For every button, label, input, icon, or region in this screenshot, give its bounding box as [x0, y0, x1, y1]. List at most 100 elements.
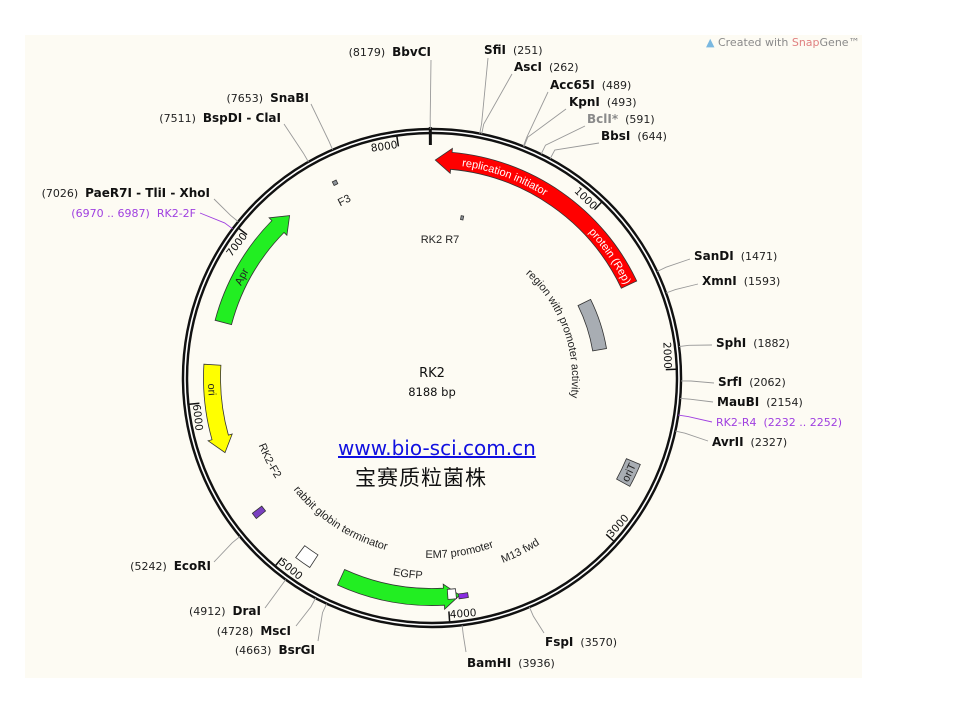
site-snabi[interactable]: (7653) SnaBI [227, 91, 309, 105]
feature-rk2-r7[interactable] [460, 215, 465, 221]
site-asci[interactable]: AscI (262) [514, 60, 579, 74]
feature-egfp-label-text: EGFP [392, 566, 423, 582]
feature-ori-label: ori [205, 383, 218, 396]
site-position: (5242) [130, 560, 167, 573]
site-msci-leader [295, 597, 316, 627]
site-acc65i[interactable]: Acc65I (489) [550, 78, 631, 92]
spacer [734, 250, 741, 263]
primer-range: (2232 .. 2252) [763, 416, 842, 429]
site-bspdi-clai-leader [283, 123, 309, 163]
site-maubi-leader [680, 397, 714, 403]
tick-mark [238, 228, 248, 236]
site-name: BbvCI [392, 45, 431, 59]
site-avrii-leader [675, 430, 709, 442]
site-name: KpnI [569, 95, 600, 109]
site-position: (1882) [753, 337, 790, 350]
site-position: (3936) [518, 657, 555, 670]
site-bbvci[interactable]: (8179) BbvCI [349, 45, 431, 59]
feature-apr[interactable] [214, 215, 291, 326]
primer-range: (6970 .. 6987) [71, 207, 150, 220]
spacer [630, 130, 637, 143]
site-paer7i-tlii-xhoi-leader [213, 198, 239, 222]
feature-rabbit-globin-terminator[interactable] [295, 545, 319, 569]
site-name: SanDI [694, 249, 734, 263]
site-sandi-leader [656, 258, 691, 272]
site-position: (7026) [42, 187, 79, 200]
backbone-ring-gap [184, 130, 680, 626]
tick-mark [448, 611, 451, 622]
site-name: EcoRI [174, 559, 211, 573]
site-name: Acc65I [550, 78, 595, 92]
site-drai[interactable]: (4912) DraI [189, 604, 261, 618]
site-position: (493) [607, 96, 637, 109]
site-srfi[interactable]: SrfI (2062) [718, 375, 786, 389]
site-position: (262) [549, 61, 579, 74]
site-bamhi[interactable]: BamHI (3936) [467, 656, 555, 670]
spacer [385, 46, 392, 59]
site-bcli[interactable]: BclI* (591) [587, 112, 655, 126]
site-bbvci-leader [429, 59, 432, 130]
feature-ori-label-text: ori [205, 383, 218, 396]
site-drai-leader [264, 579, 287, 609]
site-name: BamHI [467, 656, 511, 670]
tick-label: 2000 [660, 342, 673, 369]
site-position: (644) [637, 130, 667, 143]
site-msci[interactable]: (4728) MscI [217, 624, 291, 638]
site-name: BsrGI [278, 643, 315, 657]
feature-ori[interactable] [203, 363, 233, 454]
site-ecori[interactable]: (5242) EcoRI [130, 559, 211, 573]
watermark-brand-gene: Gene [819, 36, 849, 49]
feature-rk2-f2-label: RK2-F2 [256, 442, 284, 481]
site-name: SnaBI [270, 91, 309, 105]
site-name: SrfI [718, 375, 742, 389]
feature-replication-initiator-protein-rep-label: replication initiator protein (Rep) [461, 157, 632, 286]
spacer [506, 44, 513, 57]
site-avrii[interactable]: AvrII (2327) [712, 435, 787, 449]
watermark-brand-snap: Snap [791, 36, 820, 49]
tick-mark [396, 136, 400, 147]
feature-replication-initiator-protein-rep[interactable] [434, 147, 638, 289]
site-snabi-leader [310, 103, 334, 150]
site-bspdi-clai[interactable]: (7511) BspDI - ClaI [159, 111, 281, 125]
snapgene-watermark: ▲ Created with SnapGene™ [706, 36, 860, 49]
site-position: (4663) [235, 644, 272, 657]
feature-rk2-f2[interactable] [251, 505, 267, 520]
site-fspi[interactable]: FspI (3570) [545, 635, 617, 649]
primer-rk2-2f[interactable]: (6970 .. 6987) RK2-2F [71, 207, 196, 220]
site-bcli-leader [540, 125, 586, 155]
site-bbsi[interactable]: BbsI (644) [601, 129, 667, 143]
site-sfii[interactable]: SfiI (251) [484, 43, 543, 57]
feature-f3[interactable] [331, 179, 339, 187]
site-name: AscI [514, 60, 542, 74]
feature-m13-fwd[interactable] [458, 592, 469, 600]
site-position: (489) [602, 79, 632, 92]
spacer [150, 207, 157, 220]
feature-em7-promoter[interactable] [446, 588, 457, 600]
plasmid-size: 8188 bp [408, 385, 456, 399]
site-kpni[interactable]: KpnI (493) [569, 95, 637, 109]
feature-em7-promoter-label-text: EM7 promoter [425, 538, 495, 561]
feature-region-with-promoter-activity-label-text: region with promoter activity [523, 267, 581, 399]
feature-orit[interactable] [616, 458, 641, 487]
feature-rabbit-globin-terminator-label-text: rabbit globin terminator [291, 484, 389, 553]
site-xmni[interactable]: XmnI (1593) [702, 274, 780, 288]
tick-mark [605, 533, 615, 542]
plasmid-name: RK2 [419, 366, 445, 381]
tick-mark [275, 557, 283, 566]
spacer [511, 657, 518, 670]
site-sandi[interactable]: SanDI (1471) [694, 249, 777, 263]
website-link[interactable]: www.bio-sci.com.cn [338, 436, 536, 460]
site-position: (591) [625, 113, 655, 126]
site-maubi[interactable]: MauBI (2154) [717, 395, 803, 409]
site-position: (3570) [580, 636, 617, 649]
spacer [573, 636, 580, 649]
spacer [746, 337, 753, 350]
primer-rk2-2f-leader [199, 212, 233, 230]
site-sphi[interactable]: SphI (1882) [716, 336, 790, 350]
site-name: XmnI [702, 274, 737, 288]
site-bsrgi[interactable]: (4663) BsrGI [235, 643, 315, 657]
feature-region-with-promoter-activity[interactable] [577, 298, 607, 352]
site-paer7i-tlii-xhoi[interactable]: (7026) PaeR7I - TliI - XhoI [42, 186, 210, 200]
primer-rk2-r4[interactable]: RK2-R4 (2232 .. 2252) [716, 416, 842, 429]
